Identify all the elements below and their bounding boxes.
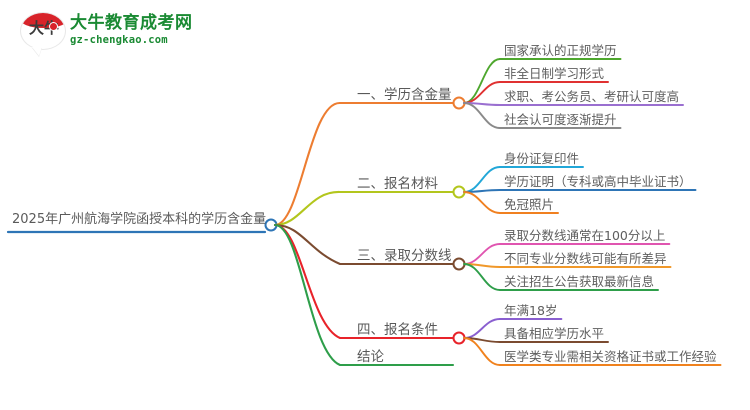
connector-line <box>463 102 501 129</box>
leaf-node-label[interactable]: 不同专业分数线可能有所差异 <box>504 251 667 266</box>
logo-text-block: 大牛教育成考网 gz-chengkao.com <box>70 13 195 47</box>
logo-url: gz-chengkao.com <box>70 34 168 46</box>
leaf-node-label[interactable]: 社会认可度逐渐提升 <box>504 112 617 127</box>
connector-line <box>273 190 455 227</box>
branch-node-dot[interactable] <box>452 331 466 345</box>
leaf-node-label[interactable]: 关注招生公告获取最新信息 <box>504 274 655 289</box>
leaf-node-label[interactable]: 具备相应学历水平 <box>504 326 605 341</box>
branch-node-label[interactable]: 三、录取分数线 <box>357 248 452 264</box>
branch-node-label[interactable]: 四、报名条件 <box>357 322 438 338</box>
leaf-node-label[interactable]: 免冠照片 <box>504 197 555 212</box>
connector-line <box>273 223 455 266</box>
leaf-node-label[interactable]: 国家承认的正规学历 <box>504 43 617 58</box>
logo-mark-icon: 大牛 <box>20 12 66 56</box>
connector-line <box>463 81 501 104</box>
leaf-node-label[interactable]: 年满18岁 <box>504 303 558 318</box>
connector-line <box>463 243 501 265</box>
leaf-node-label[interactable]: 非全日制学习形式 <box>504 66 605 81</box>
connector-line <box>273 223 455 367</box>
leaf-node-label[interactable]: 录取分数线通常在100分以上 <box>504 228 666 243</box>
site-logo: 大牛 大牛教育成考网 gz-chengkao.com <box>12 8 192 60</box>
logo-dot-shape <box>49 22 58 31</box>
root-node-label[interactable]: 2025年广州航海学院函授本科的学历含金量 <box>12 212 267 227</box>
leaf-node-label[interactable]: 学历证明（专科或高中毕业证书） <box>504 174 692 189</box>
branch-node-dot[interactable] <box>452 96 466 110</box>
branch-node-label[interactable]: 结论 <box>357 349 384 365</box>
logo-bubble-shape: 大牛 <box>20 12 66 50</box>
leaf-node-label[interactable]: 身份证复印件 <box>504 151 580 166</box>
leaf-node-label[interactable]: 医学类专业需相关资格证书或工作经验 <box>504 349 717 364</box>
leaf-node-label[interactable]: 求职、考公务员、考研认可度高 <box>504 89 680 104</box>
branch-node-dot[interactable] <box>452 185 466 199</box>
connector-line <box>463 318 501 339</box>
connector-line <box>463 166 501 193</box>
logo-tail-shape <box>32 47 42 56</box>
branch-node-dot[interactable] <box>452 257 466 271</box>
connector-line <box>463 337 501 366</box>
connector-line <box>463 191 501 214</box>
connector-line <box>273 101 455 227</box>
branch-node-label[interactable]: 二、报名材料 <box>357 176 438 192</box>
branch-node-label[interactable]: 一、学历含金量 <box>357 87 452 103</box>
connector-line <box>463 58 501 104</box>
connector-line <box>463 263 501 291</box>
logo-title: 大牛教育成考网 <box>70 13 193 33</box>
